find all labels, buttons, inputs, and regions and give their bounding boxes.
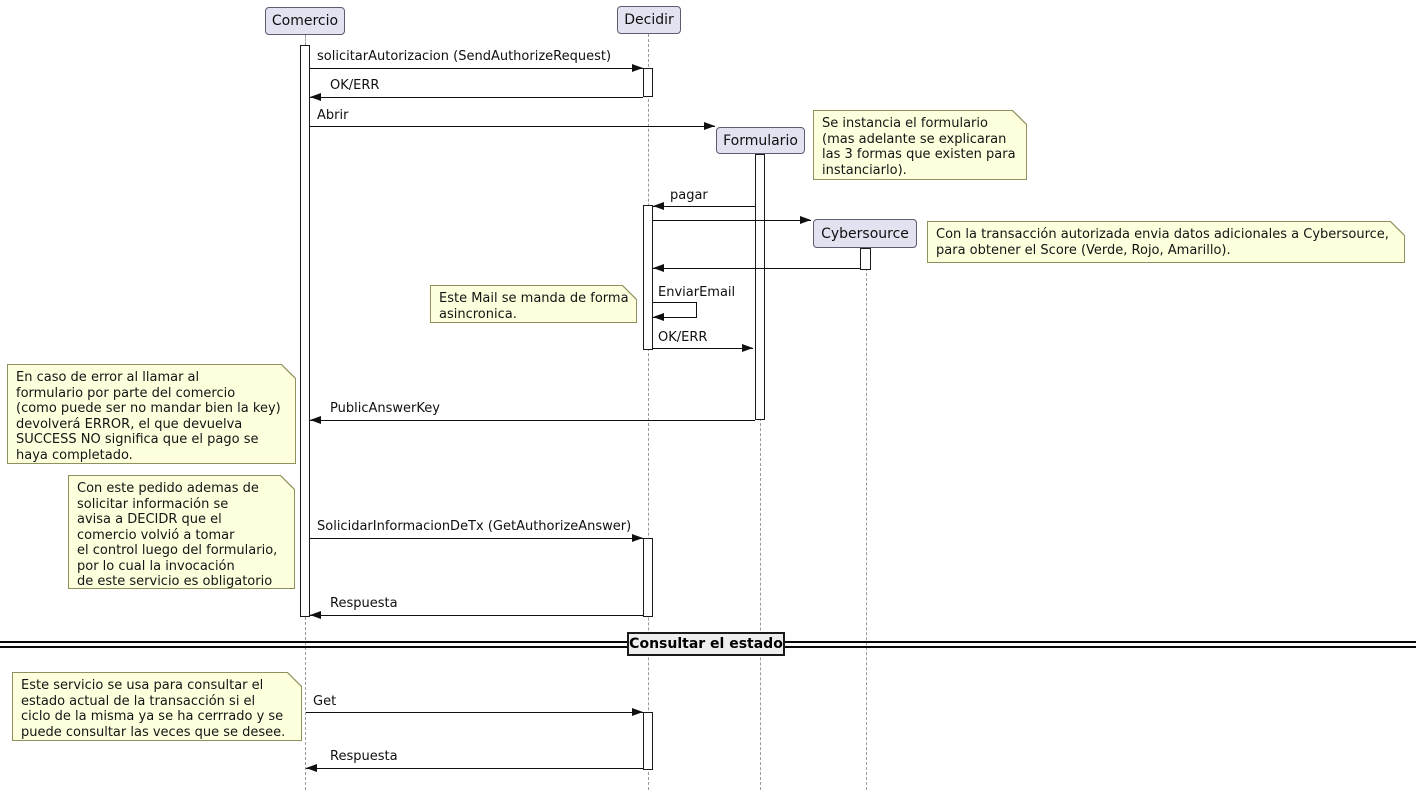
msg-respuesta-2-label: Respuesta [330, 749, 398, 764]
note-text-line: puede consultar las veces que se desee. [21, 724, 286, 740]
note-cybersource-score: Con la transacción autorizada envia dato… [927, 221, 1405, 263]
arrowhead [632, 64, 643, 72]
msg-get-label: Get [313, 694, 337, 709]
note-text-line: devolverá ERROR, el que devuelva [16, 416, 243, 432]
msg-pagar-line [653, 206, 755, 208]
note-text-line: el control luego del formulario, [77, 543, 278, 558]
msg-decidir-a-cybersource-line [653, 220, 811, 222]
note-text-line: Este Mail se manda de forma [439, 291, 629, 306]
note-text-line: Con este pedido ademas de [77, 481, 259, 496]
divider-label-box: Consultar el estado [627, 632, 785, 656]
note-text-line: de este servicio es obligatorio [77, 574, 273, 589]
msg-respuesta-2-line [306, 768, 643, 770]
msg-solicitar-autorizacion-label: solicitarAutorizacion (SendAuthorizeRequ… [317, 49, 612, 64]
msg-solicitar-informacion-label: SolicidarInformacionDeTx (GetAuthorizeAn… [317, 519, 632, 534]
note-fold-icon [287, 672, 302, 687]
activation-cybersource-4 [860, 248, 871, 270]
arrowhead [306, 764, 317, 772]
note-fold-icon [1390, 221, 1405, 236]
msg-enviar-email-line-out [653, 302, 697, 304]
participant-comercio: Comercio [265, 7, 345, 35]
arrowhead [632, 708, 643, 716]
note-text-line: ciclo de la misma ya se ha cerrrado y se [21, 709, 284, 724]
participant-cybersource: Cybersource [813, 219, 917, 248]
note-text-line: formulario por parte del comercio [16, 385, 236, 401]
arrowhead [742, 344, 753, 352]
arrowhead [310, 611, 321, 619]
msg-solicitar-autorizacion-line [310, 68, 643, 70]
activation-decidir-3 [643, 205, 653, 350]
lifeline-comercio [304, 35, 306, 45]
lifeline-comercio [304, 617, 306, 790]
activation-decidir-1 [643, 68, 653, 97]
lifeline-cybersource [865, 248, 867, 790]
participant-decidir: Decidir [617, 6, 681, 34]
note-text-line: Se instancia el formulario [822, 116, 988, 131]
note-text-line: Con la transacción autorizada envia dato… [936, 227, 1389, 242]
msg-solicitar-informacion-line [310, 538, 643, 540]
note-instancia-formulario: Se instancia el formulario(mas adelante … [813, 110, 1027, 180]
msg-abrir-label: Abrir [317, 108, 349, 123]
activation-decidir-6 [643, 712, 653, 770]
note-fold-icon [1012, 110, 1027, 125]
arrowhead [632, 534, 643, 542]
note-text-line: haya completado. [16, 447, 133, 463]
note-text-line: (mas adelante se explicaran [822, 131, 1007, 147]
note-text-line: por lo cual la invocación [77, 558, 235, 574]
participant-formulario: Formulario [716, 127, 805, 154]
note-text-line: estado actual de la transacción si el [21, 693, 256, 709]
msg-ok-err-1-line [310, 97, 643, 99]
msg-respuesta-1-line [310, 615, 643, 617]
msg-cybersource-a-decidir-line [653, 268, 860, 270]
msg-abrir-line [310, 126, 715, 128]
note-fold-icon [281, 364, 296, 379]
lifeline-formulario [759, 154, 761, 790]
arrowhead [310, 93, 321, 101]
lifeline-decidir [647, 34, 649, 790]
msg-get-line [306, 712, 643, 714]
activation-formulario-2 [755, 154, 765, 420]
note-text-line: instanciarlo). [822, 162, 907, 178]
msg-public-answer-key-line [310, 420, 755, 422]
msg-pagar-label: pagar [670, 188, 708, 203]
note-text-line: SUCCESS NO significa que el pago se [16, 432, 259, 447]
note-fold-icon [280, 475, 295, 490]
arrowhead [704, 122, 715, 130]
arrowhead [310, 416, 321, 424]
activation-decidir-5 [643, 538, 653, 617]
msg-enviar-email-line-back [653, 317, 697, 319]
arrowhead [653, 313, 664, 321]
note-text-line: para obtener el Score (Verde, Rojo, Amar… [936, 242, 1231, 258]
note-text-line: las 3 formas que existen para [822, 147, 1016, 162]
msg-ok-err-2-line [653, 348, 753, 350]
msg-ok-err-1-label: OK/ERR [330, 78, 380, 93]
arrowhead [653, 264, 664, 272]
note-text-line: solicitar información se [77, 496, 229, 512]
msg-enviar-email-line-down [695, 302, 697, 317]
note-text-line: avisa a DECIDR que el [77, 512, 222, 527]
note-text-line: Este servicio se usa para consultar el [21, 678, 264, 693]
arrowhead [800, 216, 811, 224]
activation-comercio-0 [300, 45, 310, 617]
msg-ok-err-2-label: OK/ERR [658, 330, 708, 345]
note-text-line: (como puede ser no mandar bien la key) [16, 401, 281, 416]
msg-public-answer-key-label: PublicAnswerKey [330, 401, 440, 416]
arrowhead [653, 202, 664, 210]
note-fold-icon [622, 285, 637, 300]
note-text-line: asincronica. [439, 306, 517, 322]
msg-enviar-email-label: EnviarEmail [658, 285, 736, 300]
note-text-line: En caso de error al llamar al [16, 370, 200, 385]
msg-respuesta-1-label: Respuesta [330, 596, 398, 611]
note-text-line: comercio volvió a tomar [77, 527, 235, 543]
